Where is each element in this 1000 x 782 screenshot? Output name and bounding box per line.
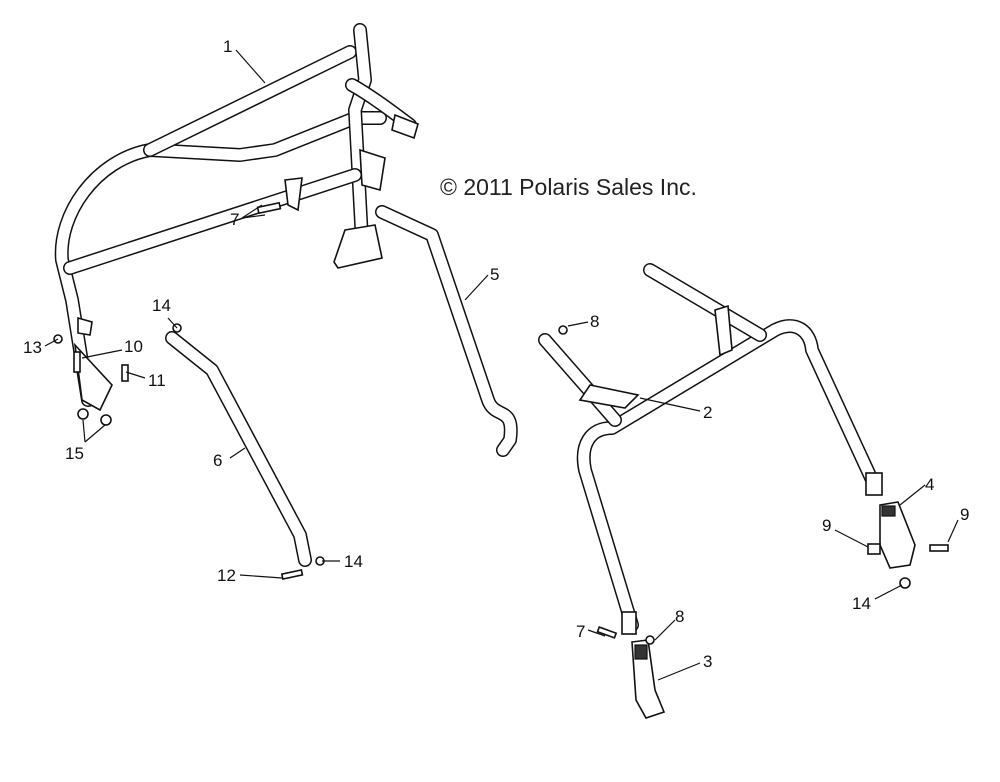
- callout-3: 3: [703, 652, 712, 671]
- callout-13: 13: [23, 338, 42, 357]
- nut-15-a: [77, 408, 89, 420]
- part-1-front-cage: [54, 23, 419, 412]
- part-6-brace: [165, 331, 312, 567]
- callout-14a: 14: [152, 296, 171, 315]
- callout-2: 2: [703, 403, 712, 422]
- nut-8-lower: [645, 635, 655, 645]
- part-4-foot-mount: [879, 501, 916, 569]
- callout-8a: 8: [590, 312, 599, 331]
- callout-1: 1: [223, 37, 232, 56]
- rear-cage-left-foot-stub: [621, 611, 637, 635]
- copyright-notice: © 2011 Polaris Sales Inc.: [440, 174, 697, 200]
- callout-10: 10: [124, 337, 143, 356]
- bolt-7-upper: [256, 201, 282, 215]
- part-2-rear-cage: [538, 263, 883, 635]
- callout-8b: 8: [675, 607, 684, 626]
- callout-7b: 7: [576, 622, 585, 641]
- bolt-10: [73, 351, 81, 373]
- nut-8-upper: [558, 325, 568, 335]
- bolt-12: [280, 569, 304, 580]
- front-cage-tab: [284, 177, 303, 212]
- bolt-7-lower: [596, 626, 618, 639]
- bolt-9-left: [867, 543, 881, 555]
- callout-15: 15: [65, 444, 84, 463]
- callouts: 1 2 3 4 5 6 7 7 8 8 9 9 10 11 12 13 14 1…: [23, 37, 969, 671]
- front-cage-lower-bracket: [73, 342, 113, 412]
- hardware: [53, 201, 949, 645]
- rear-cage-cross-plate: [578, 384, 640, 409]
- callout-14c: 14: [852, 594, 871, 613]
- leader-lines: [44, 49, 959, 681]
- callout-11: 11: [148, 371, 166, 390]
- nut-14-lower: [899, 577, 911, 589]
- front-cage-gusset: [359, 148, 386, 192]
- callout-12: 12: [217, 566, 236, 585]
- bolt-11: [121, 364, 129, 382]
- callout-14b: 14: [344, 552, 363, 571]
- bolt-9-right: [929, 544, 949, 552]
- callout-9a: 9: [822, 516, 831, 535]
- callout-6: 6: [213, 451, 222, 470]
- part-5-brace: [375, 205, 518, 457]
- front-cage-upper-bracket: [391, 113, 419, 140]
- front-cage-clip: [77, 316, 93, 336]
- callout-5: 5: [490, 265, 499, 284]
- callout-9b: 9: [960, 505, 969, 524]
- rear-cage-upper-tab: [714, 304, 733, 357]
- nut-15-b: [100, 414, 112, 426]
- callout-4: 4: [925, 475, 934, 494]
- callout-7a: 7: [230, 210, 239, 229]
- front-cage-mount-plate: [333, 224, 383, 269]
- rear-cage-right-foot-stub: [865, 472, 883, 496]
